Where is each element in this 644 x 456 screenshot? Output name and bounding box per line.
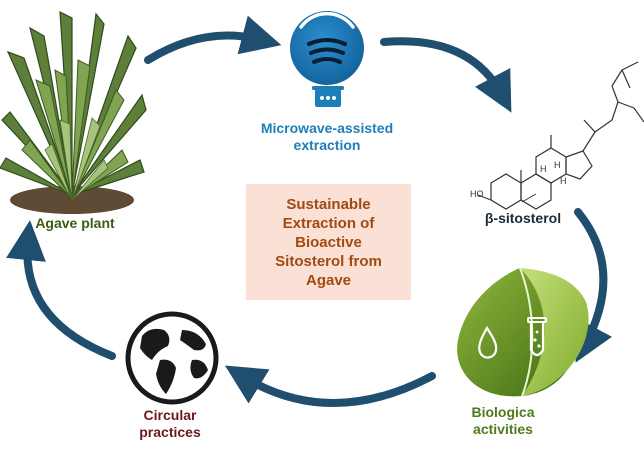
center-title-box: Sustainable Extraction of Bioactive Sito… (246, 184, 411, 300)
cycle-arrows (6, 15, 613, 407)
leaf-biological-icon (457, 267, 589, 397)
arrow-microwave-to-sitosterol (380, 37, 512, 113)
sitosterol-molecule-image (477, 61, 644, 210)
biological-activities-label: Biologica activities (471, 404, 535, 437)
molecule-atom-labels: HO H H H (470, 160, 567, 199)
arrow-sitosterol-to-bio (574, 208, 613, 363)
atom-label-h1: H (540, 164, 547, 174)
beta-sitosterol-label: β-sitosterol (484, 210, 562, 226)
center-title: Sustainable Extraction of Bioactive Sito… (275, 195, 382, 289)
microwave-icon (290, 11, 364, 107)
circular-practices-label: Circular practices (139, 407, 201, 440)
globe-icon (125, 311, 219, 405)
agave-plant-image (0, 10, 147, 214)
arrow-bio-to-circular (224, 365, 436, 407)
microwave-extraction-label: Microwave-assisted extraction (260, 120, 394, 153)
arrow-circular-to-agave (6, 220, 116, 360)
atom-label-h3: H (560, 176, 567, 186)
atom-label-ho: HO (470, 189, 484, 199)
arrow-agave-to-microwave (144, 15, 282, 64)
agave-plant-label: Agave plant (35, 215, 115, 231)
atom-label-h2: H (554, 160, 561, 170)
